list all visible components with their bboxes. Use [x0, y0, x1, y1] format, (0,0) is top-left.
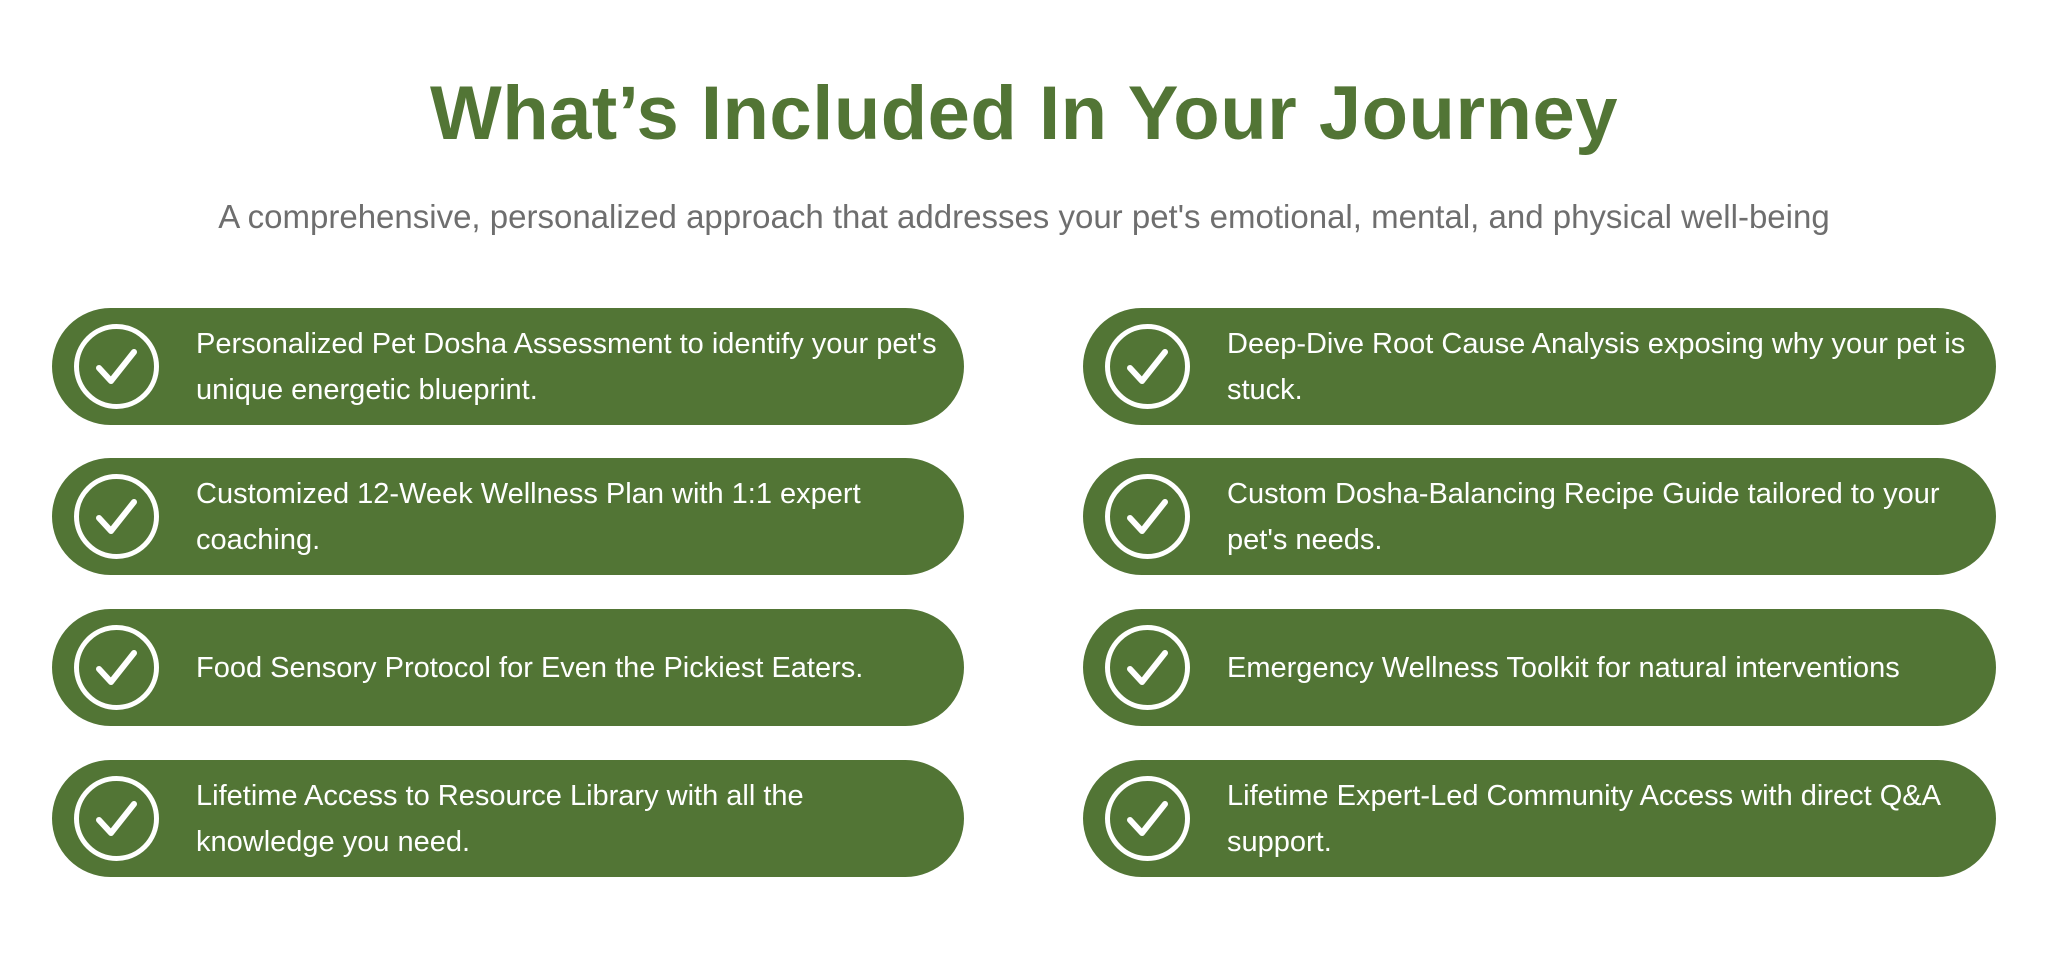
- feature-text: Customized 12-Week Wellness Plan with 1:…: [196, 477, 861, 556]
- check-circle-icon: [72, 322, 161, 411]
- check-circle-icon: [1103, 623, 1192, 712]
- check-circle-icon: [1103, 322, 1192, 411]
- check-circle-icon: [1103, 472, 1192, 561]
- page-subtitle: A comprehensive, personalized approach t…: [218, 198, 1830, 235]
- feature-item: Custom Dosha-Balancing Recipe Guide tail…: [1083, 458, 1996, 575]
- feature-item: Emergency Wellness Toolkit for natural i…: [1083, 609, 1996, 726]
- feature-item: Lifetime Access to Resource Library with…: [52, 760, 964, 877]
- feature-text: Food Sensory Protocol for Even the Picki…: [196, 651, 864, 684]
- feature-text: Lifetime Access to Resource Library with…: [196, 779, 804, 858]
- feature-item: Deep-Dive Root Cause Analysis exposing w…: [1083, 308, 1996, 425]
- check-circle-icon: [72, 623, 161, 712]
- feature-text: Lifetime Expert-Led Community Access wit…: [1227, 779, 1940, 858]
- feature-item: Personalized Pet Dosha Assessment to ide…: [52, 308, 964, 425]
- feature-item: Customized 12-Week Wellness Plan with 1:…: [52, 458, 964, 575]
- check-circle-icon: [1103, 774, 1192, 863]
- feature-text: Deep-Dive Root Cause Analysis exposing w…: [1227, 327, 1966, 406]
- feature-text: Personalized Pet Dosha Assessment to ide…: [196, 327, 937, 406]
- feature-text: Emergency Wellness Toolkit for natural i…: [1227, 651, 1900, 684]
- check-circle-icon: [72, 472, 161, 561]
- check-circle-icon: [72, 774, 161, 863]
- feature-text: Custom Dosha-Balancing Recipe Guide tail…: [1227, 477, 1940, 556]
- feature-item: Lifetime Expert-Led Community Access wit…: [1083, 760, 1996, 877]
- page-title: What’s Included In Your Journey: [429, 71, 1618, 156]
- feature-item: Food Sensory Protocol for Even the Picki…: [52, 609, 964, 726]
